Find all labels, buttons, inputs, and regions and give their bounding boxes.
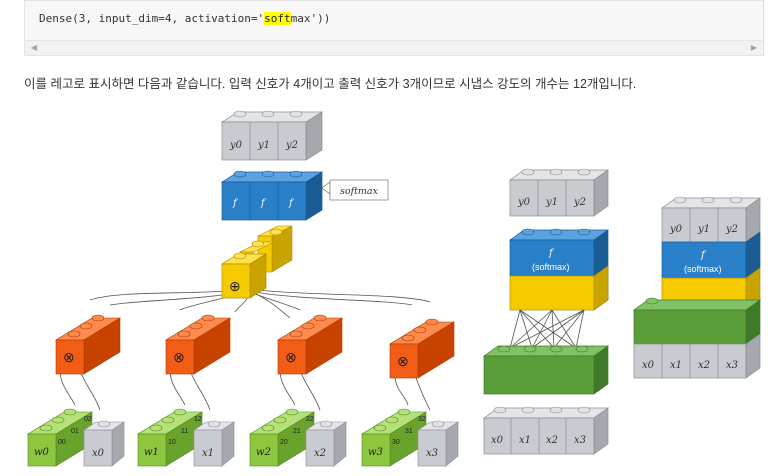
weight-index-10: 10 [168,439,176,446]
weight-index-31: 31 [405,428,413,435]
weight-index-22: 22 [306,416,314,423]
middle-wires [509,309,585,349]
weight-group-2: w2 20 21 22 x2 [248,408,347,467]
middle-activation-f: f [548,248,555,259]
code-block: Dense(3, input_dim=4, activation='softma… [24,0,764,56]
weight-group-0: w0 00 01 02 x0 [26,408,125,467]
weight-index-20: 20 [280,439,288,446]
weight-label-2: w2 [256,447,271,458]
output-y0: y0 [229,140,243,151]
middle-x2: x2 [546,435,558,446]
description-text: 이를 레고로 표시하면 다음과 같습니다. 입력 신호가 4개이고 출력 신호가… [24,77,637,91]
output-y1: y1 [257,140,270,151]
right-x1: x1 [670,360,682,371]
middle-activation-sub: (softmax) [532,262,570,272]
middle-weight-block [482,345,610,395]
code-line: Dense(3, input_dim=4, activation='softma… [39,12,330,25]
weight-index-02: 02 [84,416,92,423]
middle-x1: x1 [519,435,531,446]
weight-label-3: w3 [368,447,383,458]
weight-index-11: 11 [181,428,188,435]
multiply-symbol-0: ⊗ [63,349,75,365]
horizontal-scrollbar[interactable]: ◀ ▶ [25,40,763,55]
middle-x0: x0 [491,435,504,446]
multiply-symbol-3: ⊗ [397,353,409,369]
code-highlight: soft [264,12,291,25]
multiply-block-3: ⊗ [388,318,456,379]
code-suffix: max')) [290,12,331,25]
middle-activation-block: f (softmax) [508,228,610,311]
right-stack: y0 y1 y2 f (softmax) x0 x1 x2 x3 [632,196,762,379]
activation-f2: f [288,198,295,209]
code-prefix: Dense(3, input_dim=4, activation=' [39,12,265,25]
weight-label-1: w1 [144,447,159,458]
weight-group-1: w1 10 11 12 x1 [136,408,235,467]
right-x2: x2 [698,360,710,371]
scroll-right-icon[interactable]: ▶ [750,43,758,52]
weight-group-3: w3 30 31 32 x3 [360,408,459,467]
output-block: y0 y1 y2 [220,110,324,161]
input-x1-left: x1 [202,448,214,459]
right-y2: y2 [725,224,738,235]
middle-output-block: y0 y1 y2 [508,168,610,217]
input-x0-left: x0 [92,448,105,459]
right-activation-sub: (softmax) [684,264,722,274]
multiply-block-1: ⊗ [164,314,232,375]
middle-input-block: x0 x1 x2 x3 [482,406,610,455]
weight-index-00: 00 [58,439,66,446]
right-x0: x0 [642,360,655,371]
output-y2: y2 [285,140,298,151]
middle-y0: y0 [517,197,531,208]
activation-f0: f [232,198,239,209]
right-y0: y0 [669,224,683,235]
activation-f1: f [260,198,267,209]
input-x2-left: x2 [314,448,326,459]
weight-index-12: 12 [194,416,202,423]
right-activation-f: f [700,250,707,261]
weight-index-01: 01 [71,428,79,435]
right-y1: y1 [697,224,710,235]
right-x3: x3 [726,360,738,371]
middle-y1: y1 [545,197,558,208]
multiply-symbol-2: ⊗ [285,349,297,365]
sum-symbol: ⊕ [229,278,241,294]
weight-index-32: 32 [418,416,426,423]
middle-y2: y2 [573,197,586,208]
weight-index-21: 21 [293,428,301,435]
sum-block: ⊕ [220,225,293,299]
weight-label-0: w0 [34,447,50,458]
activation-block: f f f [220,170,324,221]
middle-x3: x3 [574,435,586,446]
weight-index-30: 30 [392,439,400,446]
softmax-callout: softmax [321,179,389,201]
multiply-block-2: ⊗ [276,314,344,375]
input-x3-left: x3 [426,448,438,459]
multiply-symbol-1: ⊗ [173,349,185,365]
lego-diagram: y0 y1 y2 f f f softmax ⊕ [26,110,762,467]
softmax-label: softmax [340,186,379,197]
multiply-block-0: ⊗ [54,314,122,375]
scroll-left-icon[interactable]: ◀ [30,43,38,52]
